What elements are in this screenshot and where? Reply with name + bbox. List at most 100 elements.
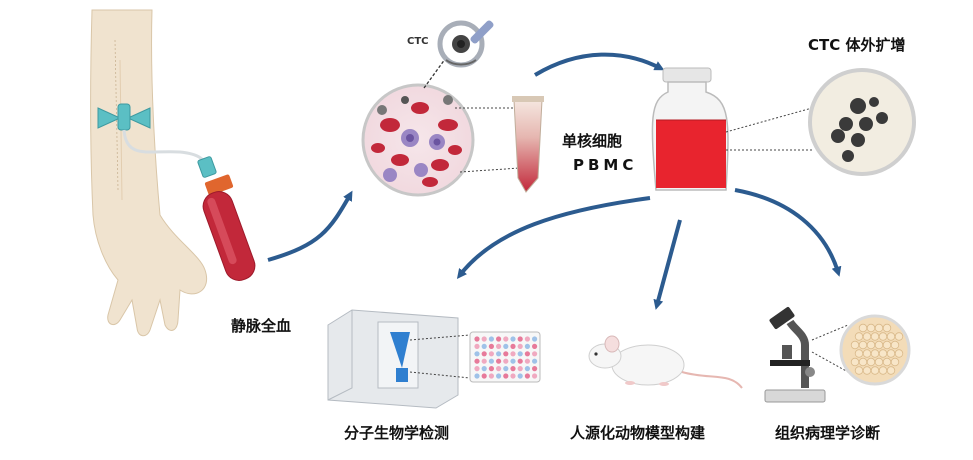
plate-well (532, 358, 538, 364)
plate-well (503, 358, 509, 364)
plate-well (524, 366, 531, 372)
plate-well (532, 336, 538, 342)
plate-well (510, 366, 516, 372)
culture-flask-icon (651, 67, 729, 191)
magnifier-ctc-icon (423, 20, 494, 89)
plate-well (510, 343, 516, 349)
plate-well (488, 358, 494, 364)
arm-illustration (90, 9, 208, 337)
plate-well (517, 366, 523, 372)
plate-well (496, 343, 502, 349)
plate-well (517, 373, 523, 379)
tissue-cell (858, 340, 868, 350)
whole-blood-label: 静脉全血 (231, 317, 292, 335)
tissue-cell (878, 366, 888, 375)
plate-well (474, 351, 480, 357)
plate-well (503, 343, 509, 349)
zoom-line-tissue-bottom (811, 351, 849, 373)
tissue-cell (854, 366, 864, 375)
tissue-cell (886, 366, 896, 375)
plate-well (517, 343, 523, 349)
plate-well (488, 343, 494, 349)
plate-well (524, 343, 531, 349)
tissue-cell (890, 357, 900, 367)
ctc-expand-label: CTC 体外扩增 (808, 36, 906, 54)
pathology-label: 组织病理学诊断 (775, 424, 881, 442)
plate-well (524, 336, 531, 342)
mouse-icon (588, 335, 743, 389)
pbmc-cn-label: 单核细胞 (562, 132, 623, 150)
tissue-cell (862, 366, 872, 375)
ctc-culture-magnified (808, 68, 916, 176)
arrow-to-molecular (456, 196, 651, 279)
plate-well (524, 358, 531, 364)
plate-well (510, 351, 516, 357)
tissue-cell (886, 349, 896, 358)
plate-well (496, 358, 502, 364)
plate-well (496, 336, 502, 342)
plate-well (503, 373, 509, 379)
plate-well (481, 351, 487, 357)
tissue-cell (854, 349, 864, 358)
tissue-cell (862, 332, 872, 341)
plate-well (488, 351, 494, 357)
tissue-cell (878, 349, 888, 358)
tissue-cell (874, 357, 884, 367)
plate-well (532, 366, 538, 372)
plate-well (474, 358, 480, 364)
plate-well (510, 373, 516, 379)
tissue-cell (886, 332, 896, 341)
plate-well (481, 358, 487, 364)
plate-well (517, 336, 523, 342)
tissue-cell (858, 357, 868, 367)
arrow-to-blood-cells (267, 190, 353, 262)
tissue-cell (894, 349, 904, 358)
tissue-cell (862, 349, 872, 358)
plate-well (524, 351, 531, 357)
tissue-cell (882, 340, 892, 350)
plate-well (474, 373, 480, 379)
plate-well (474, 336, 480, 342)
molecular-analyzer-icon (327, 309, 459, 409)
plate-well (510, 358, 516, 364)
plate-well (496, 373, 502, 379)
blood-cells-magnified (361, 83, 475, 197)
plate-well (524, 373, 531, 379)
arrow-to-pathology (734, 188, 842, 277)
tissue-cell (870, 366, 880, 375)
plate-well (488, 366, 494, 372)
tissue-cell (870, 332, 880, 341)
tissue-cell (882, 357, 892, 367)
plate-well (510, 336, 516, 342)
tissue-cell (882, 323, 892, 333)
tissue-cell (854, 332, 864, 341)
plate-well (496, 351, 502, 357)
zoom-line-ctc-top (725, 107, 813, 133)
well-plate-icon (469, 331, 541, 383)
microscope-icon (764, 306, 826, 403)
plate-well (503, 336, 509, 342)
ctc-small-label: CTC (407, 36, 429, 47)
plate-well (488, 373, 494, 379)
plate-well (517, 351, 523, 357)
tissue-cell (878, 332, 888, 341)
tissue-cell (870, 349, 880, 358)
tissue-cell (866, 323, 876, 333)
plate-well (532, 373, 538, 379)
plate-well (517, 358, 523, 364)
tissue-cell (866, 357, 876, 367)
arrow-to-animal (653, 219, 682, 310)
tissue-cell (890, 340, 900, 350)
plate-well (532, 343, 538, 349)
plate-well (481, 343, 487, 349)
zoom-line-tissue-top (811, 324, 849, 341)
tissue-cell (850, 340, 860, 350)
zoom-line-bottom (459, 167, 521, 173)
tissue-cell (866, 340, 876, 350)
animal-model-label: 人源化动物模型构建 (570, 424, 706, 442)
tissue-cell (894, 332, 904, 341)
blood-collection-tube-icon (197, 156, 256, 281)
plate-well (474, 366, 480, 372)
